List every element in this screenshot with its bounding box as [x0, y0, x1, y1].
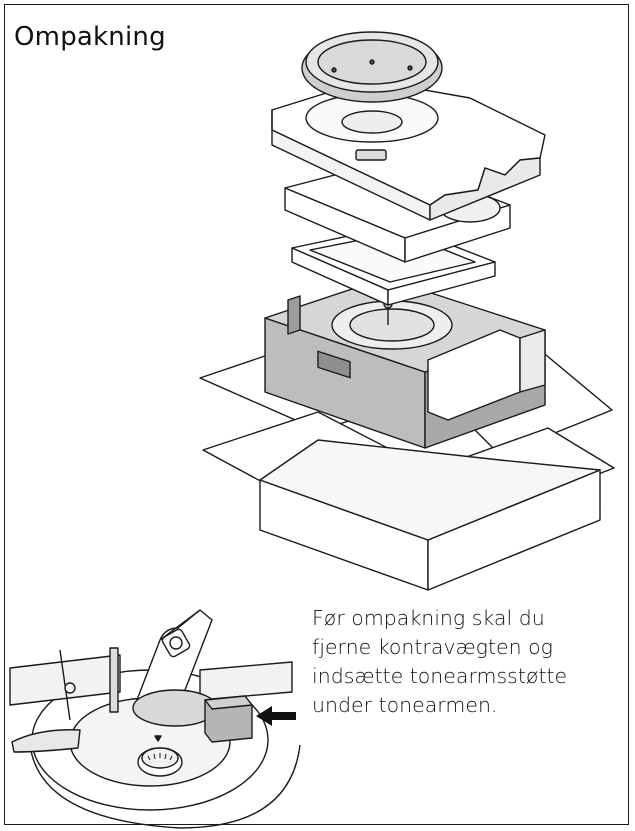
platter	[301, 31, 443, 103]
top-foam-lid	[271, 79, 546, 221]
instruction-line: Før ompakning skal du	[312, 606, 545, 630]
cardboard-box	[259, 439, 601, 591]
arrow-left-icon	[256, 706, 296, 726]
exploded-packaging-diagram	[199, 31, 615, 591]
instruction-line: fjerne kontravægten og	[312, 635, 553, 659]
instruction-text: Før ompakning skal du fjerne kontravægte…	[312, 604, 612, 720]
instruction-line: indsætte tonearmsstøtte	[312, 664, 568, 688]
base-foam-tray	[264, 277, 546, 449]
section-title: Ompakning	[14, 22, 166, 52]
instruction-line: under tonearmen.	[312, 693, 498, 717]
tonearm-support-block	[204, 695, 253, 743]
